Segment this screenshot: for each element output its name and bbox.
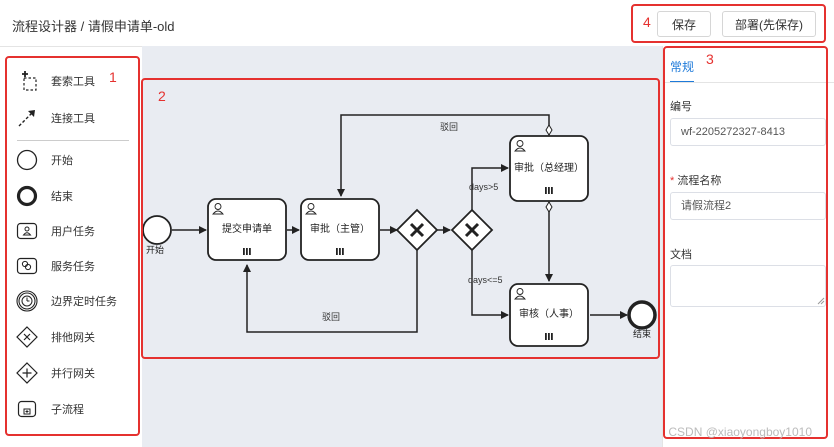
bpmn-diagram: 驳回 驳回 days>5 days<=5 开始 提交申请单 [142, 114, 657, 347]
palette-item-label: 并行网关 [51, 368, 95, 380]
palette-timer-boundary[interactable]: 边界定时任务 [15, 286, 135, 316]
end-event[interactable] [627, 300, 657, 330]
end-event-icon [15, 184, 39, 208]
task-hr[interactable]: 审核（人事） [509, 283, 589, 347]
flow-source-diamond [545, 124, 553, 136]
parallel-gateway-icon [15, 361, 39, 385]
annotation-number-3: 3 [706, 51, 714, 67]
tab-divider [663, 82, 834, 83]
flow-label-reject-top: 驳回 [440, 122, 458, 132]
diagram-canvas[interactable]: 驳回 驳回 days>5 days<=5 开始 提交申请单 [142, 46, 662, 447]
palette-end-event[interactable]: 结束 [15, 181, 135, 211]
lasso-icon [15, 69, 39, 93]
task-submit[interactable]: 提交申请单 [207, 198, 287, 261]
timer-boundary-icon [15, 289, 39, 313]
name-field-label-text: 流程名称 [677, 175, 722, 187]
start-event[interactable] [142, 215, 172, 245]
exclusive-gateway-1[interactable] [395, 208, 439, 252]
page-title: 流程设计器 / 请假申请单-old [12, 19, 175, 34]
name-field-label: * 流程名称 [670, 172, 721, 188]
user-icon [514, 288, 526, 300]
palette-lasso-tool[interactable]: 套索工具 [15, 66, 135, 96]
palette-exclusive-gateway[interactable]: 排他网关 [15, 322, 135, 352]
watermark: CSDN @xiaoyongboy1010 [668, 425, 812, 439]
task-manager-label: 审批（总经理） [514, 161, 584, 174]
task-manager[interactable]: 审批（总经理） [509, 135, 589, 202]
flow-label-reject-bottom: 驳回 [322, 312, 340, 322]
annotation-number-2: 2 [158, 88, 166, 104]
user-icon [305, 203, 317, 215]
name-field[interactable]: 请假流程2 [670, 192, 826, 220]
header-bar: 流程设计器 / 请假申请单-old 保存 部署(先保存) [0, 0, 834, 47]
palette-divider [17, 140, 129, 141]
subprocess-icon [15, 397, 39, 421]
palette-item-label: 连接工具 [51, 113, 95, 125]
multi-instance-icon [545, 333, 553, 340]
palette-connect-tool[interactable]: 连接工具 [15, 103, 135, 133]
flow-label-le5: days<=5 [468, 275, 503, 285]
palette-parallel-gateway[interactable]: 并行网关 [15, 358, 135, 388]
properties-panel: 常规 编号 wf-2205272327-8413 * 流程名称 请假流程2 文档 [662, 46, 834, 447]
palette-subprocess[interactable]: 子流程 [15, 394, 135, 424]
flow-label-gt5: days>5 [469, 182, 498, 192]
flow-days-le5[interactable] [471, 250, 509, 319]
multi-instance-icon [243, 248, 251, 255]
palette-item-label: 开始 [51, 155, 73, 167]
resize-handle-icon[interactable] [817, 297, 825, 305]
id-field-label: 编号 [670, 101, 692, 113]
tool-palette: 套索工具 连接工具 开始 结束 用户任务 服务任务 边界定时任务 [5, 48, 142, 444]
service-task-icon [15, 254, 39, 278]
doc-textarea[interactable] [670, 265, 826, 307]
save-button[interactable]: 保存 [657, 11, 711, 37]
flow-source-diamond [545, 201, 553, 213]
palette-user-task[interactable]: 用户任务 [15, 216, 135, 246]
palette-start-event[interactable]: 开始 [15, 145, 135, 175]
flow-reject-bottom[interactable] [243, 250, 418, 333]
palette-item-label: 边界定时任务 [51, 296, 117, 308]
required-mark: * [670, 175, 675, 187]
end-event-label: 结束 [633, 328, 651, 339]
palette-item-label: 用户任务 [51, 226, 95, 238]
task-supervisor[interactable]: 审批（主管） [300, 198, 380, 261]
palette-item-label: 结束 [51, 191, 73, 203]
multi-instance-icon [336, 248, 344, 255]
multi-instance-icon [545, 187, 553, 194]
user-icon [212, 203, 224, 215]
task-submit-label: 提交申请单 [222, 222, 272, 235]
palette-item-label: 服务任务 [51, 261, 95, 273]
connect-icon [15, 106, 39, 130]
task-supervisor-label: 审批（主管） [310, 222, 370, 235]
tab-general[interactable]: 常规 [670, 58, 695, 83]
start-event-label: 开始 [146, 244, 164, 255]
annotation-number-1: 1 [109, 69, 117, 85]
user-icon [514, 140, 526, 152]
user-task-icon [15, 219, 39, 243]
annotation-number-4: 4 [643, 14, 651, 30]
palette-service-task[interactable]: 服务任务 [15, 251, 135, 281]
deploy-button[interactable]: 部署(先保存) [722, 11, 816, 37]
flow-days-gt5[interactable] [471, 164, 509, 210]
exclusive-gateway-icon [15, 325, 39, 349]
task-hr-label: 审核（人事） [519, 307, 579, 320]
palette-item-label: 子流程 [51, 404, 84, 416]
start-event-icon [15, 148, 39, 172]
palette-item-label: 排他网关 [51, 332, 95, 344]
doc-field-label: 文档 [670, 249, 692, 261]
exclusive-gateway-2[interactable] [450, 208, 494, 252]
palette-item-label: 套索工具 [51, 76, 95, 88]
id-field[interactable]: wf-2205272327-8413 [670, 118, 826, 146]
